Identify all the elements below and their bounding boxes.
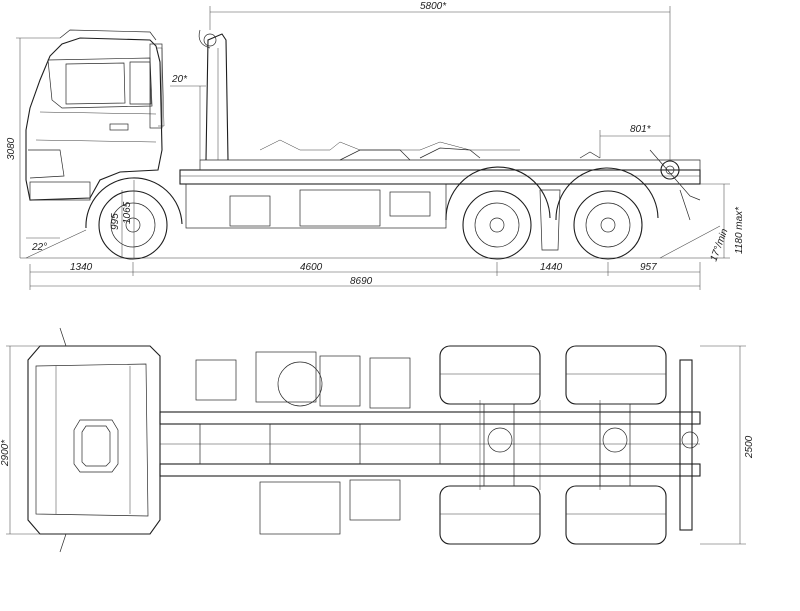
rear-roller (649, 149, 701, 221)
dim-rear-overhang: 957 (640, 262, 657, 273)
side-view: 5800* 20* 801* 3080 995 1065 22° 1180 ma… (6, 1, 745, 290)
hook-lift-arm (198, 29, 229, 161)
front-wheel (85, 177, 183, 260)
dim-offset-20: 20* (171, 74, 188, 85)
rear-axles-top (439, 345, 667, 545)
dim-frame-height: 1180 max* (734, 206, 745, 254)
dim-tandem: 1440 (540, 262, 563, 273)
rear-end-top (679, 359, 699, 531)
dim-offset-801: 801* (630, 124, 652, 135)
chassis-frame-side (179, 139, 701, 229)
dim-body-length: 5800* (420, 1, 447, 12)
dim-h-1065: 1065 (122, 201, 133, 224)
truck-cab-top (27, 327, 161, 553)
dim-height-total: 3080 (6, 137, 17, 160)
top-view: 2900* 2500 (0, 327, 755, 553)
dim-width-cab: 2900* (0, 439, 11, 467)
dim-ground-clear: 22° (31, 242, 47, 253)
chassis-frame-top (159, 351, 701, 535)
dim-width-rear: 2500 (744, 435, 755, 459)
dim-wheelbase: 4600 (300, 262, 323, 273)
side-dimensions (16, 6, 730, 290)
dim-overall-length: 8690 (350, 276, 373, 287)
truck-cab-side (25, 29, 165, 201)
rear-wheel-1 (445, 166, 551, 260)
dim-tail-angle: 17°/min (708, 227, 730, 263)
dim-h-995: 995 (110, 213, 121, 230)
dim-front-overhang: 1340 (70, 262, 93, 273)
rear-wheel-2 (555, 167, 659, 260)
top-dimensions (6, 345, 746, 545)
